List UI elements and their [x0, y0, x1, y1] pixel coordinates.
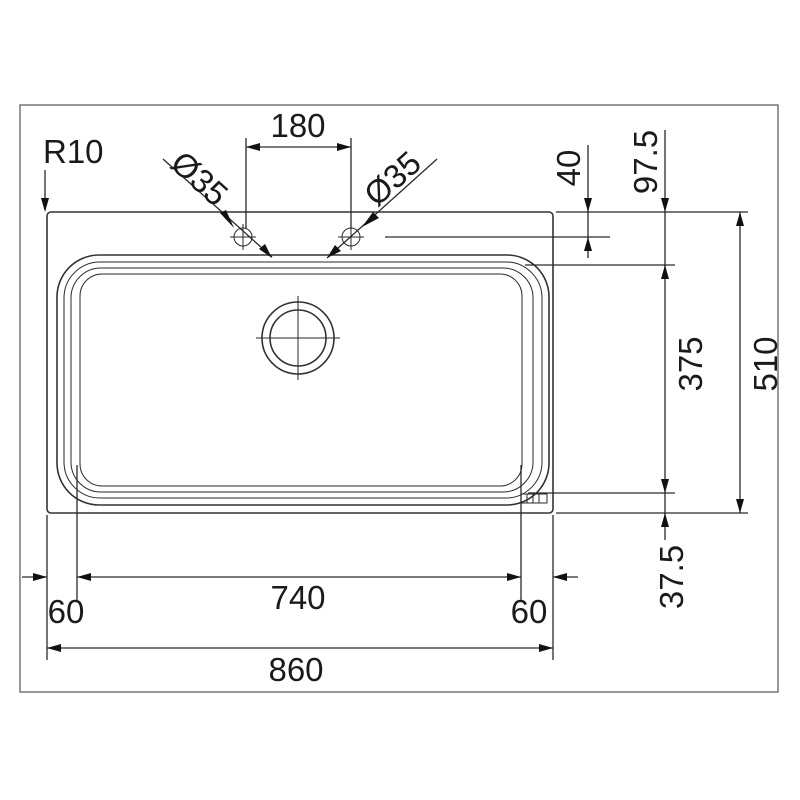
bowl-rim-3	[70, 267, 534, 493]
sink-outline	[46, 211, 554, 514]
overflow-slot	[520, 493, 548, 504]
tap-hole-left	[230, 224, 256, 250]
edge-to-bowl-top-label: 97.5	[627, 130, 664, 194]
corner-radius-label: R10	[43, 133, 104, 170]
drain	[256, 296, 340, 380]
tap-spacing-label: 180	[270, 107, 325, 144]
tap-hole-left-label: Ø35	[164, 144, 235, 213]
left-margin-label: 60	[48, 593, 85, 630]
right-margin-label: 60	[511, 593, 548, 630]
overall-width-dimension	[47, 644, 553, 652]
bowl-width-label: 740	[270, 579, 325, 616]
corner-radius-marker	[41, 170, 49, 212]
tap-hole-right-leader	[326, 158, 438, 259]
drawing-frame	[19, 104, 779, 693]
tap-spacing-dimension	[245, 138, 352, 229]
overall-width-label: 860	[268, 651, 323, 688]
overall-depth-dimension	[736, 212, 744, 513]
bowl-depth-dimension	[661, 265, 669, 493]
edge-to-bowl-small-dimension	[385, 145, 610, 258]
edge-to-bowl-small-label: 40	[550, 150, 587, 187]
bowl-outer-rim	[56, 254, 550, 506]
bottom-margin-label: 37.5	[653, 545, 690, 609]
bowl-inner	[79, 273, 523, 487]
bowl-rim-2	[63, 261, 543, 499]
tap-hole-right-label: Ø35	[357, 144, 428, 213]
tap-hole-left-leader	[162, 158, 273, 258]
bottom-margin-dimension	[661, 493, 669, 540]
overall-depth-label: 510	[747, 336, 784, 391]
bowl-depth-label: 375	[672, 336, 709, 391]
edge-to-bowl-top-dimension	[661, 130, 669, 265]
width-breakdown-dimension	[22, 573, 578, 581]
